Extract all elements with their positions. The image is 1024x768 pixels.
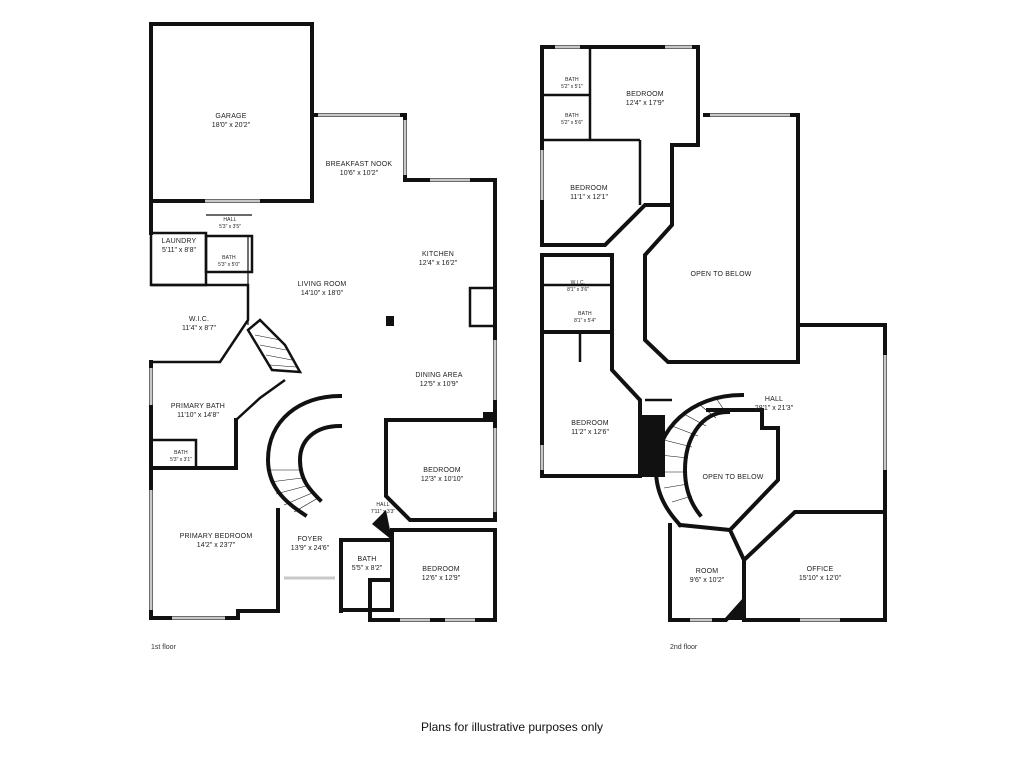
label-otb2: OPEN TO BELOW xyxy=(702,474,763,481)
label-bed3: BEDROOM xyxy=(626,91,664,98)
label-bath4: BATH xyxy=(565,77,579,83)
label-bed5: BEDROOM xyxy=(571,420,609,427)
label-kitchen: KITCHEN xyxy=(422,251,454,258)
label-bath6: BATH xyxy=(578,311,592,317)
dim-bed3: 12'4" x 17'9" xyxy=(626,100,665,107)
disclaimer-text: Plans for illustrative purposes only xyxy=(420,720,604,734)
dim-bed1: 12'3" x 10'10" xyxy=(421,476,464,483)
second-floor-plan xyxy=(540,45,887,622)
dim-bed2: 12'6" x 12'9" xyxy=(422,575,461,582)
floor-label-1st: 1st floor xyxy=(151,644,176,651)
label-bath5: BATH xyxy=(565,113,579,119)
label-dining: DINING AREA xyxy=(415,372,462,379)
dim-bath1: 5'3" x 5'0" xyxy=(218,262,240,268)
staircase-2nd xyxy=(653,392,745,528)
label-primary-bath: PRIMARY BATH xyxy=(171,403,225,410)
room-labels-2nd: BATH 5'2" x 5'1" BATH 5'2" x 5'6" BEDROO… xyxy=(561,77,842,584)
bath2-walls xyxy=(149,438,198,470)
label-bed1: BEDROOM xyxy=(423,467,461,474)
label-bath2: BATH xyxy=(174,450,188,456)
label-living: LIVING ROOM xyxy=(298,281,347,288)
label-bath1: BATH xyxy=(222,255,236,261)
dim-primary-bath: 11'10" x 14'8" xyxy=(177,412,219,419)
label-hall3: HALL xyxy=(765,396,783,403)
dim-laundry: 5'11" x 8'8" xyxy=(162,247,196,254)
label-hall2: HALL xyxy=(376,502,389,508)
label-garage: GARAGE xyxy=(215,113,246,120)
kitchen-pantry xyxy=(468,286,497,328)
dim-kitchen: 12'4" x 16'2" xyxy=(419,260,458,267)
column-1 xyxy=(386,316,394,326)
label-wic2: W.I.C. xyxy=(571,280,586,286)
dim-bath3: 5'5" x 8'2" xyxy=(352,565,383,572)
dim-dining: 12'5" x 10'9" xyxy=(420,381,459,388)
dim-bath6: 8'1" x 5'4" xyxy=(574,318,596,324)
dim-bed5: 11'2" x 12'6" xyxy=(571,429,609,436)
staircase-1st xyxy=(246,318,343,518)
bath3-walls xyxy=(339,538,394,612)
dim-bath4: 5'2" x 5'1" xyxy=(561,84,583,90)
dim-bath5: 5'2" x 5'6" xyxy=(561,120,583,126)
foyer-walls xyxy=(276,576,343,613)
label-bed2: BEDROOM xyxy=(422,566,460,573)
label-laundry: LAUNDRY xyxy=(162,238,197,245)
dim-bath2: 5'3" x 3'1" xyxy=(170,457,192,463)
dim-garage: 18'0" x 20'2" xyxy=(212,122,251,129)
label-otb1: OPEN TO BELOW xyxy=(690,271,751,278)
open-to-below-2-walls xyxy=(677,408,780,533)
bed5-walls xyxy=(540,330,642,478)
dim-wic2: 8'1" x 3'6" xyxy=(567,287,589,293)
dim-office: 15'10" x 12'0" xyxy=(799,575,842,582)
dim-hall1: 5'3" x 3'5" xyxy=(219,224,241,230)
dim-wic1: 11'4" x 8'7" xyxy=(182,325,216,332)
label-room: ROOM xyxy=(696,568,719,575)
dim-breakfast: 10'6" x 10'2" xyxy=(340,170,379,177)
dim-living: 14'10" x 18'0" xyxy=(301,290,344,297)
floor-label-2nd: 2nd floor xyxy=(670,644,698,651)
label-bath3: BATH xyxy=(358,556,377,563)
room-column xyxy=(726,600,744,620)
column-2 xyxy=(483,412,493,422)
dim-hall3: 28'1" x 21'3" xyxy=(755,405,794,412)
dim-primary-bedroom: 14'2" x 23'7" xyxy=(197,542,236,549)
open-to-below-1-walls xyxy=(643,113,800,364)
label-breakfast: BREAKFAST NOOK xyxy=(326,161,393,168)
hall3-outer-walls xyxy=(796,323,887,514)
label-primary-bedroom: PRIMARY BEDROOM xyxy=(180,533,253,540)
first-floor-plan xyxy=(149,22,497,622)
bed1-walls xyxy=(384,418,497,522)
office-walls xyxy=(742,510,887,622)
bath1-walls xyxy=(204,234,254,274)
dim-bed4: 11'1" x 12'1" xyxy=(570,194,608,201)
label-wic1: W.I.C. xyxy=(189,316,209,323)
dim-room: 9'6" x 10'2" xyxy=(690,577,725,584)
label-hall1: HALL xyxy=(223,217,236,223)
label-office: OFFICE xyxy=(807,566,834,573)
dim-foyer: 13'9" x 24'6" xyxy=(291,545,330,552)
room-labels-1st: GARAGE 18'0" x 20'2" BREAKFAST NOOK 10'6… xyxy=(162,113,464,582)
wic1-walls xyxy=(151,283,250,364)
primary-bath-angle xyxy=(235,378,286,421)
dim-hall2: 7'11" x 3'3" xyxy=(371,509,395,515)
label-bed4: BEDROOM xyxy=(570,185,608,192)
hall2-column xyxy=(372,510,392,540)
label-foyer: FOYER xyxy=(297,536,322,543)
